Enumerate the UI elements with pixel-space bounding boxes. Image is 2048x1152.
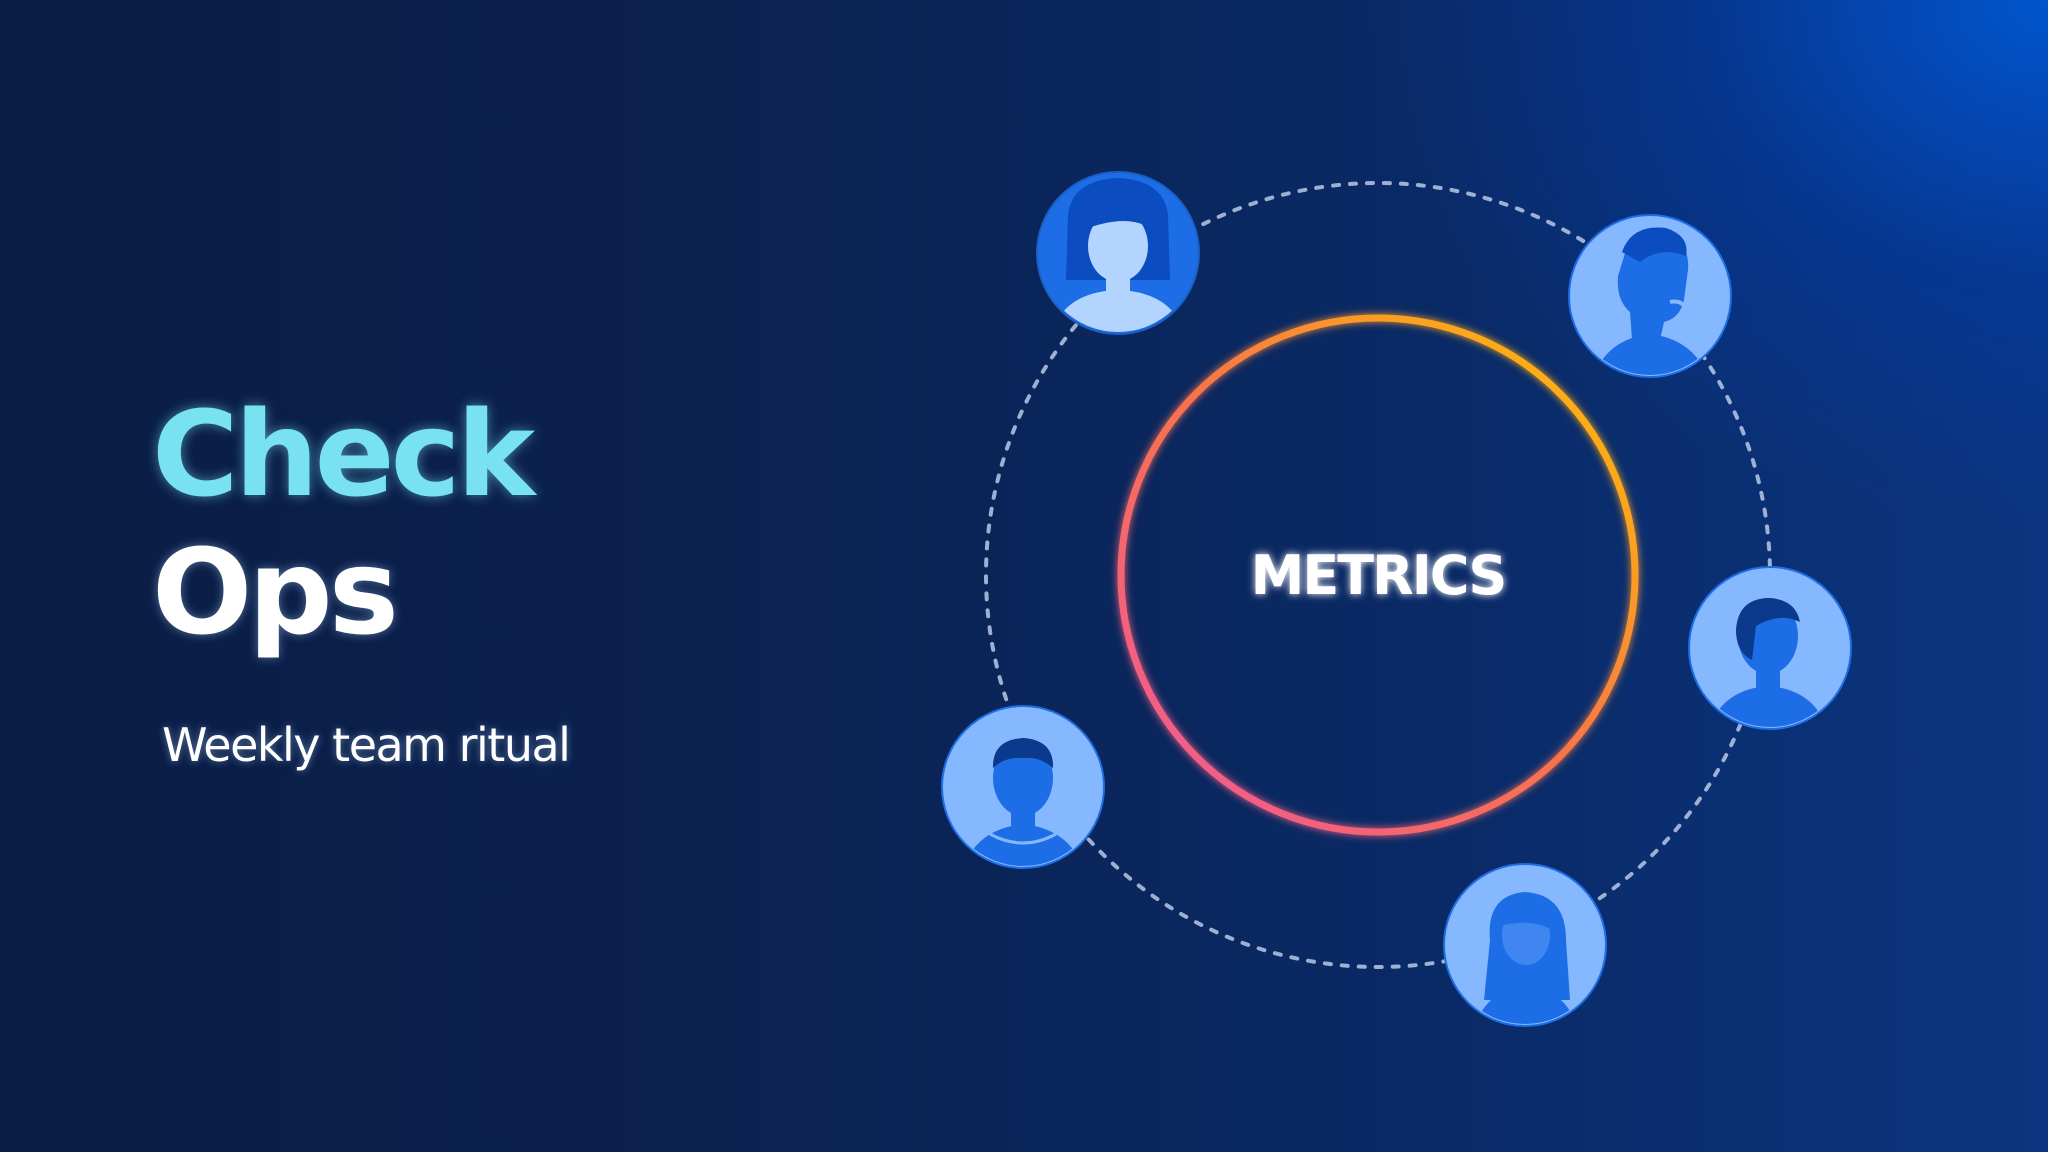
avatar-woman-short-hair bbox=[1036, 171, 1200, 335]
title-line-2: Ops bbox=[152, 523, 399, 661]
metrics-ring bbox=[1117, 314, 1639, 836]
avatar-man-profile bbox=[1568, 214, 1732, 378]
title-block: Check Ops bbox=[152, 385, 752, 661]
title-line-1: Check bbox=[152, 385, 535, 523]
subtitle: Weekly team ritual bbox=[162, 718, 571, 772]
metrics-label: METRICS bbox=[1251, 544, 1506, 607]
avatar-woman-long-hair bbox=[1443, 863, 1607, 1027]
avatar-man-front bbox=[941, 705, 1105, 869]
avatar-person-curly-hair bbox=[1688, 566, 1852, 730]
